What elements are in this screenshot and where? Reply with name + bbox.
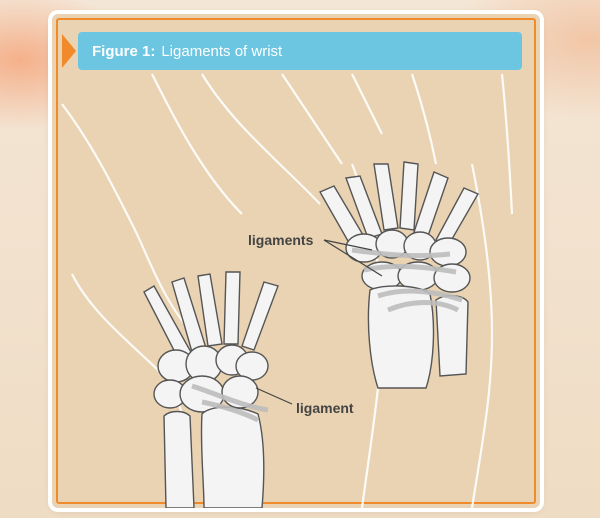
figure-label: Figure 1: <box>92 42 156 60</box>
label-ligament: ligament <box>296 400 354 416</box>
label-ligaments: ligaments <box>248 232 314 248</box>
left-ligament <box>191 383 269 423</box>
banner-arrow-icon <box>62 34 76 68</box>
right-wrist-bones <box>319 161 480 389</box>
right-ligaments <box>351 247 463 313</box>
wrist-illustration <box>61 73 514 508</box>
figure-banner: Figure 1: Ligaments of wrist <box>78 32 522 70</box>
leader-lines <box>255 239 383 405</box>
figure-title: Ligaments of wrist <box>161 42 283 60</box>
left-wrist-bones <box>143 271 279 508</box>
figure-card: Figure 1: Ligaments of wrist ligaments l… <box>52 14 540 508</box>
